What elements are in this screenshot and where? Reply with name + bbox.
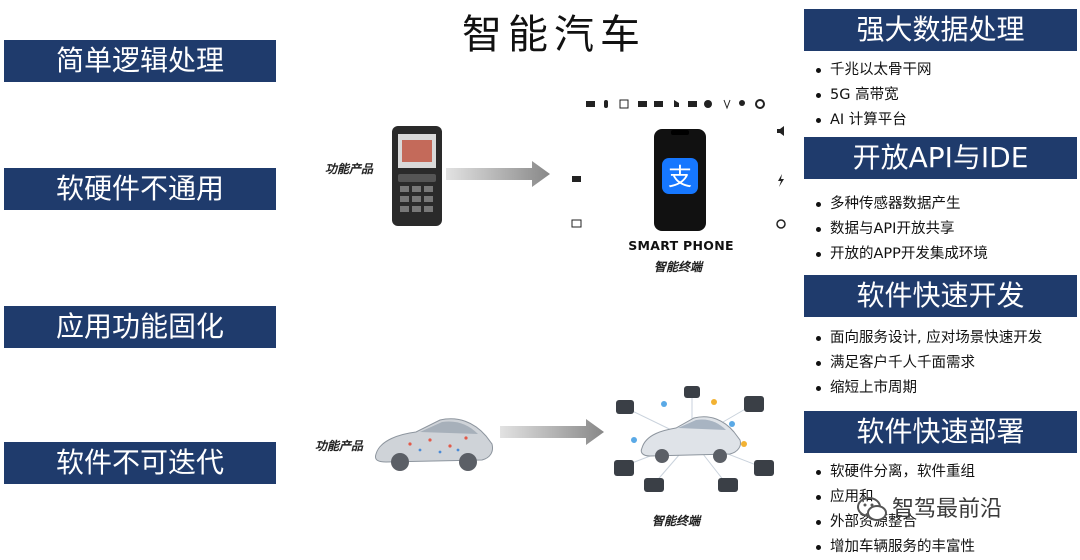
device-node <box>744 396 764 412</box>
right-list-data-processing: 千兆以太骨干网 5G 高带宽 AI 计算平台 <box>804 58 1080 133</box>
speaker-icon <box>777 126 784 136</box>
list-item: 千兆以太骨干网 <box>804 58 1080 83</box>
list-item: 数据与API开放共享 <box>804 217 1080 242</box>
right-heading-data-processing: 强大数据处理 <box>804 9 1077 51</box>
battery-icon <box>586 101 595 107</box>
list-item: 外部资源整合 <box>804 510 1080 535</box>
location-icon <box>739 100 745 106</box>
phone-left-sensor-icons <box>571 176 582 228</box>
right-list-open-api: 多种传感器数据产生 数据与API开放共享 开放的APP开发集成环境 <box>804 192 1080 267</box>
chip-icon <box>654 101 663 107</box>
list-item: 5G 高带宽 <box>804 83 1080 108</box>
sensor-icons-row <box>586 99 765 110</box>
list-item: 多种传感器数据产生 <box>804 192 1080 217</box>
feature-car-image <box>375 418 493 471</box>
scan-icon <box>619 99 629 109</box>
list-item: 增加车辆服务的丰富性 <box>804 535 1080 560</box>
compass-icon <box>776 219 786 229</box>
watermark: 智驾最前沿 <box>857 494 1072 526</box>
svg-text:支: 支 <box>668 163 692 191</box>
left-panel-simple-logic: 简单逻辑处理 <box>4 40 276 82</box>
alipay-app-icon <box>662 158 698 194</box>
page-title: 智能汽车 <box>462 12 646 58</box>
smart-car-ecosystem-image <box>614 386 774 492</box>
feature-phone-image <box>392 126 442 226</box>
list-item: AI 计算平台 <box>804 108 1080 133</box>
antenna-icon <box>723 99 731 110</box>
touch-icon <box>674 100 679 107</box>
device-node <box>614 460 634 476</box>
list-item: 软硬件分离，软件重组 <box>804 460 1080 485</box>
lightning-icon <box>778 174 784 187</box>
watermark-text: 智驾最前沿 <box>892 497 1003 522</box>
camera-icon <box>755 99 765 109</box>
list-item: 开放的APP开发集成环境 <box>804 242 1080 267</box>
right-heading-open-api: 开放API与IDE <box>804 137 1077 179</box>
phone-transition-arrow-icon <box>446 161 550 187</box>
list-item: 缩短上市周期 <box>804 376 1080 401</box>
car-smart-terminal-tag: 智能终端 <box>652 514 701 528</box>
device-node <box>718 478 738 492</box>
battery-icon <box>572 176 581 182</box>
phone-smart-terminal-tag: 智能终端 <box>654 260 703 274</box>
car-transition-arrow-icon <box>500 419 604 445</box>
device-node <box>684 386 700 398</box>
phone-feature-product-tag: 功能产品 <box>325 162 374 176</box>
display-icon <box>638 101 647 107</box>
car-feature-product-tag: 功能产品 <box>315 439 364 453</box>
list-item: 面向服务设计, 应对场景快速开发 <box>804 326 1080 351</box>
right-list-fast-deploy: 软硬件分离，软件重组 应用和 外部资源整合 增加车辆服务的丰富性 <box>804 460 1080 560</box>
device-node <box>754 460 774 476</box>
phone-right-sensor-icons <box>776 126 786 229</box>
list-item: 满足客户千人千面需求 <box>804 351 1080 376</box>
memory-icon <box>688 101 697 107</box>
right-heading-fast-deploy: 软件快速部署 <box>804 411 1077 453</box>
smart-phone-image: 支 <box>654 129 706 231</box>
smart-phone-label: SMART PHONE <box>628 238 734 253</box>
left-panel-fixed-functions: 应用功能固化 <box>4 306 276 348</box>
device-node <box>616 400 634 414</box>
right-heading-fast-dev: 软件快速开发 <box>804 275 1077 317</box>
list-item: 应用和 <box>804 485 1080 510</box>
left-panel-hw-sw-not-generic: 软硬件不通用 <box>4 168 276 210</box>
fingerprint-icon <box>704 100 712 108</box>
card-icon <box>571 219 582 228</box>
right-list-fast-dev: 面向服务设计, 应对场景快速开发 满足客户千人千面需求 缩短上市周期 <box>804 326 1080 401</box>
microphone-icon <box>604 100 608 108</box>
left-panel-no-iteration: 软件不可迭代 <box>4 442 276 484</box>
device-node <box>644 478 664 492</box>
wechat-icon <box>857 497 887 521</box>
